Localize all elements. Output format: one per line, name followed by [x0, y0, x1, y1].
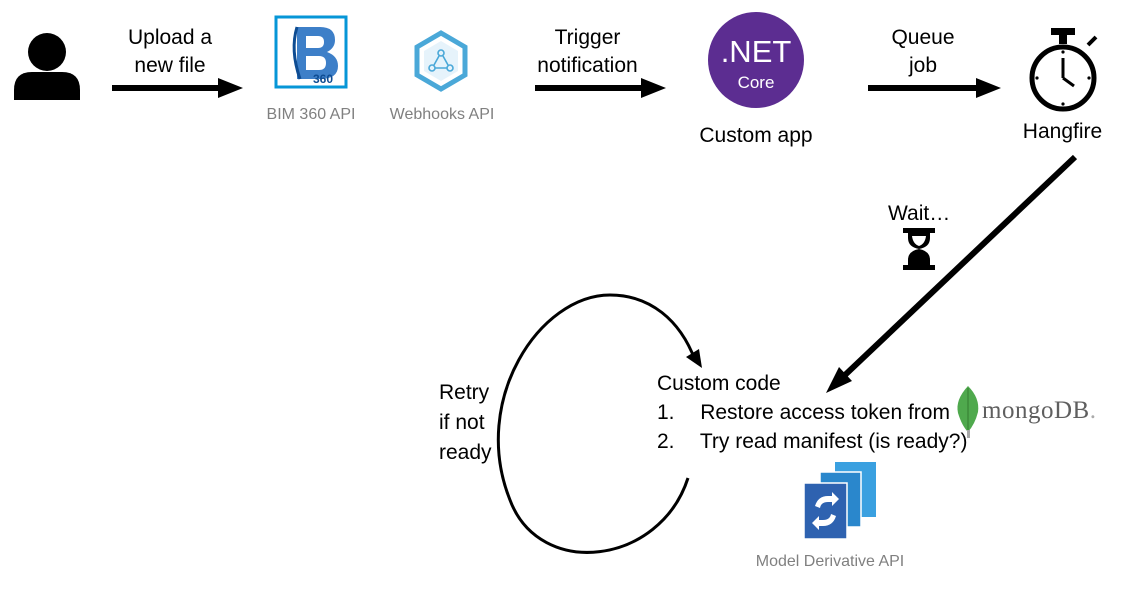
- step-text: Try read manifest (is ready?): [699, 430, 968, 453]
- retry-label: Retry if not ready: [439, 378, 492, 468]
- trigger-label-line1: Trigger: [554, 26, 621, 49]
- arrow-upload: [112, 78, 243, 98]
- custom-code-title: Custom code: [657, 372, 781, 395]
- mongodb-leaf-icon: [957, 386, 979, 438]
- trigger-label-line2: notification: [537, 54, 638, 77]
- wait-label: Wait…: [888, 202, 951, 225]
- retry-label-line2: if not: [439, 411, 485, 434]
- step-text: Restore access token from: [700, 401, 950, 424]
- upload-label-line1: Upload a: [127, 26, 213, 49]
- mongodb-word-a: mongo: [982, 397, 1054, 424]
- hangfire-label: Hangfire: [1022, 120, 1103, 143]
- trigger-label: Trigger notification: [520, 24, 655, 80]
- arrow-queue: [868, 78, 1001, 98]
- arrow-hangfire-to-custom-code: [826, 154, 1078, 393]
- bim360-logo-icon: 360: [274, 15, 348, 89]
- hourglass-icon: [903, 228, 935, 270]
- stopwatch-icon: [1029, 28, 1098, 112]
- arrow-trigger: [535, 78, 666, 98]
- upload-label: Upload a new file: [110, 24, 230, 80]
- model-derivative-label: Model Derivative API: [755, 553, 905, 570]
- step-number: 2.: [657, 430, 675, 453]
- mongodb-wordmark: mongoDB.: [982, 397, 1096, 425]
- bim360-label: BIM 360 API: [266, 106, 356, 123]
- step-number: 1.: [657, 401, 675, 424]
- mongodb-dot: .: [1089, 397, 1097, 424]
- dotnet-subtitle: Core: [738, 73, 775, 92]
- retry-loop-arrow: [496, 293, 702, 554]
- queue-label-line2: job: [908, 54, 938, 77]
- retry-label-line3: ready: [439, 441, 492, 464]
- user-icon: [14, 33, 80, 100]
- queue-label: Queue job: [868, 24, 978, 80]
- custom-code-step-1: 1. Restore access token from: [657, 399, 950, 427]
- custom-code-step-2: 2. Try read manifest (is ready?): [657, 428, 967, 456]
- mongodb-word-b: DB: [1053, 397, 1090, 424]
- queue-label-line1: Queue: [891, 26, 955, 49]
- webhooks-label: Webhooks API: [389, 106, 495, 123]
- dotnet-core-logo-icon: .NET Core: [708, 12, 804, 108]
- dotnet-title: .NET: [721, 34, 792, 69]
- upload-label-line2: new file: [134, 54, 206, 77]
- custom-app-label: Custom app: [699, 124, 813, 147]
- retry-label-line1: Retry: [439, 381, 490, 404]
- bim360-badge: 360: [313, 72, 333, 86]
- webhooks-hexagon-icon: [414, 30, 468, 92]
- model-derivative-icon: [803, 462, 876, 540]
